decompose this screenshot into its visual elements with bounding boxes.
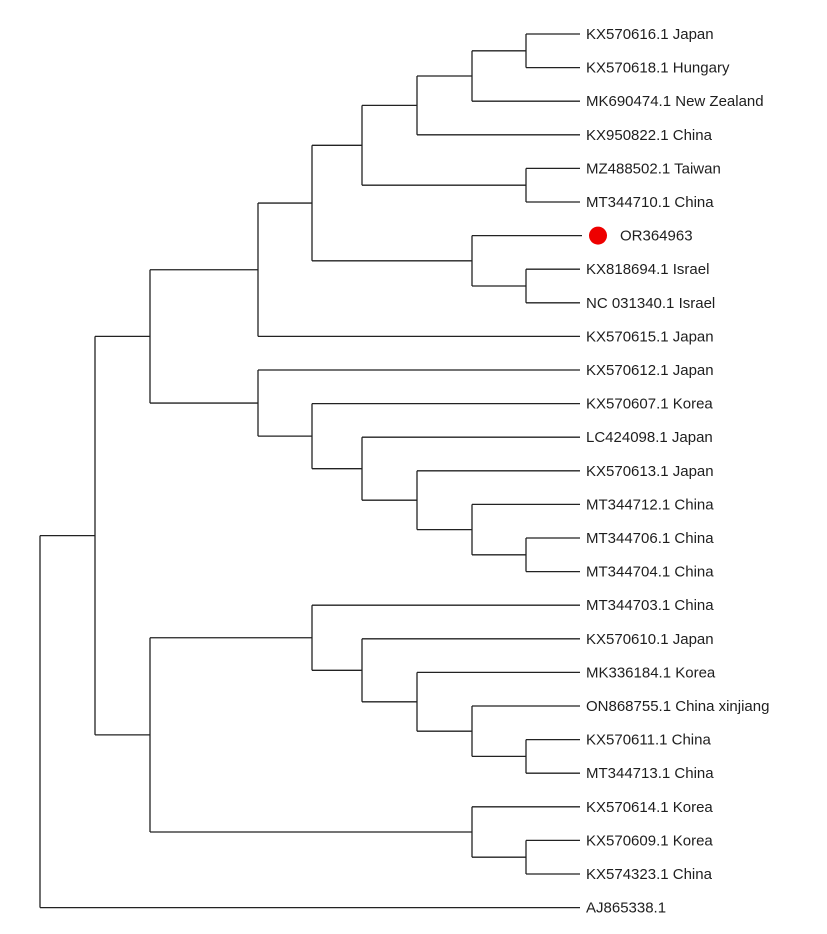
leaf-label: KX570613.1 Japan bbox=[586, 463, 714, 480]
leaf-label: KX570611.1 China bbox=[586, 732, 711, 749]
leaf-label: MT344704.1 China bbox=[586, 564, 714, 581]
leaf-label: KX570607.1 Korea bbox=[586, 396, 713, 413]
leaf-label: KX570614.1 Korea bbox=[586, 799, 713, 816]
leaf-label: NC 031340.1 Israel bbox=[586, 295, 715, 312]
tree-branches bbox=[39, 33, 582, 909]
leaf-label: KX818694.1 Israel bbox=[586, 261, 709, 278]
leaf-label: MZ488502.1 Taiwan bbox=[586, 160, 721, 177]
leaf-label: MT344703.1 China bbox=[586, 597, 714, 614]
leaf-label: KX570618.1 Hungary bbox=[586, 60, 730, 77]
leaf-label: MK336184.1 Korea bbox=[586, 664, 716, 681]
leaf-label: MT344706.1 China bbox=[586, 530, 714, 547]
leaf-label: KX570615.1 Japan bbox=[586, 328, 714, 345]
leaf-label: ON868755.1 China xinjiang bbox=[586, 698, 769, 715]
leaf-label: KX950822.1 China bbox=[586, 127, 713, 144]
leaf-label: AJ865338.1 bbox=[586, 900, 666, 917]
leaf-label: KX574323.1 China bbox=[586, 866, 713, 883]
leaf-label: KX570609.1 Korea bbox=[586, 832, 713, 849]
leaf-label: MT344713.1 China bbox=[586, 765, 714, 782]
leaf-label: MT344710.1 China bbox=[586, 194, 714, 211]
leaf-label: KX570616.1 Japan bbox=[586, 26, 714, 43]
leaf-label: MK690474.1 New Zealand bbox=[586, 93, 764, 110]
leaf-label: OR364963 bbox=[620, 228, 693, 245]
red-dot-icon bbox=[589, 226, 607, 245]
leaf-label: LC424098.1 Japan bbox=[586, 429, 713, 446]
leaf-label: KX570612.1 Japan bbox=[586, 362, 714, 379]
leaf-label: KX570610.1 Japan bbox=[586, 631, 714, 648]
leaf-label: MT344712.1 China bbox=[586, 496, 714, 513]
